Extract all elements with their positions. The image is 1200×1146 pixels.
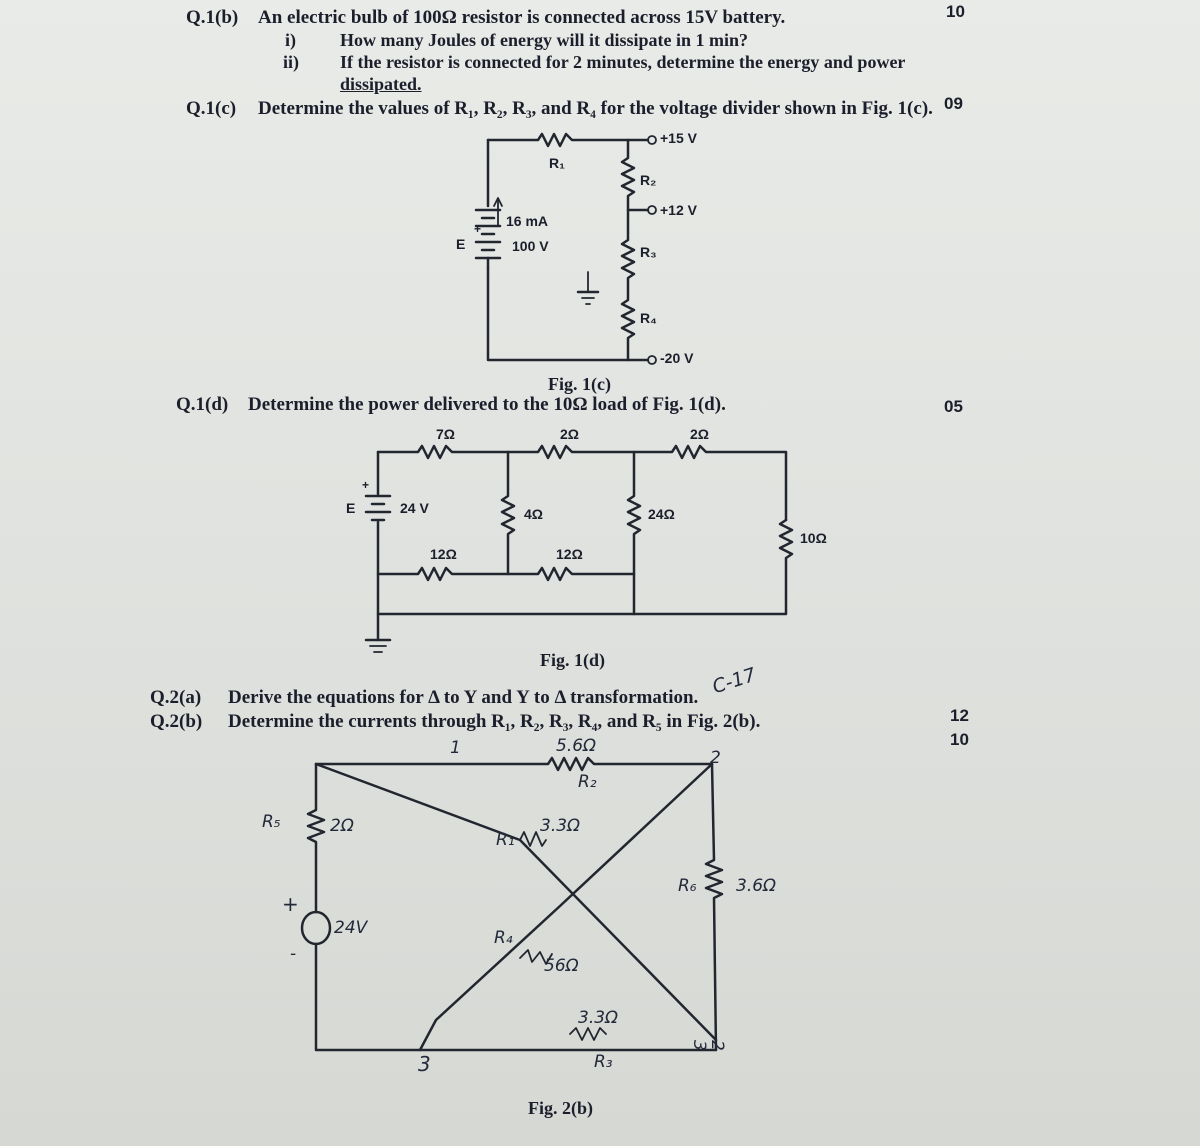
fig-1c-v-mid: +12 V [660,202,697,218]
fig-1c-r4-label: R₄ [640,310,657,326]
q1c-number: Q.1(c) [186,98,237,119]
q1d-text: Determine the power delivered to the 10Ω… [248,394,726,415]
fig-2b-node2: 2 [710,748,721,768]
q2b-text: Determine the currents through R₁, R₂, R… [228,711,761,732]
q2a-text: Derive the equations for Δ to Y and Y to… [228,687,699,708]
fig-1d-r-bot2: 12Ω [556,546,583,562]
q1d-number: Q.1(d) [176,394,229,415]
q1c-marks: 09 [944,94,963,113]
q2b-number: Q.2(b) [150,711,203,732]
fig-2b-r4-value: 56Ω [544,956,579,976]
q1b-ii-number: ii) [283,52,299,72]
fig-1d-plus: + [362,478,370,492]
fig-1d-r-load: 10Ω [800,530,827,546]
fig-1d-source-label: E [346,500,356,516]
fig-1c-source-v: 100 V [512,238,549,254]
fig-1c-source-label: E [456,236,466,252]
fig-1d-r-v1: 4Ω [524,506,544,522]
fig-1c-plus: + [474,222,482,236]
fig-2b-r3-value: 3.3Ω [578,1008,619,1028]
q1b-i-text: How many Joules of energy will it dissip… [340,30,749,50]
fig-2b-r3-label: R₃ [594,1052,613,1072]
q1b-number: Q.1(b) [186,7,239,28]
fig-2b-r2-value: 5.6Ω [556,736,597,756]
q1b-marks: 10 [946,2,965,21]
q2a-marks: 12 [950,706,969,725]
fig-1c-r2-label: R₂ [640,172,657,188]
fig-2b-src-plus: + [282,892,299,916]
q1c-text: Determine the values of R₁, R₂, R₃, and … [258,98,933,119]
fig-2b-src-voltage: 24V [334,918,368,938]
fig-1c-r3-label: R₃ [640,244,657,260]
fig-1c-r1-label: R₁ [549,155,565,171]
fig-2b-r5-value: 2Ω [330,816,354,836]
fig-2b-r4-label: R₄ [494,928,513,948]
fig-2b-caption: Fig. 2(b) [528,1098,593,1118]
fig-1d-source-v: 24 V [400,500,429,516]
fig-2b-node23: 2 3 [689,1040,727,1051]
fig-1d-r-top2: 2Ω [560,426,580,442]
q1b-text: An electric bulb of 100Ω resistor is con… [258,7,786,28]
fig-2b-node3: 3 [418,1052,431,1076]
fig-1d-r-top1: 7Ω [436,426,456,442]
fig-1d-r-bot1: 12Ω [430,546,457,562]
fig-2b-r6-value: 3.6Ω [736,876,777,896]
fig-1c-v-top: +15 V [660,130,697,146]
q1d-marks: 05 [944,397,963,416]
q1b-ii-text-2: dissipated. [340,74,422,94]
fig-2b-r2-label: R₂ [578,772,597,792]
fig-1c-caption: Fig. 1(c) [548,374,611,394]
fig-1d-caption: Fig. 1(d) [540,650,605,670]
fig-2b-r5-label: R₅ [262,812,281,832]
q2a-number: Q.2(a) [150,687,202,708]
fig-1c-v-bot: -20 V [660,350,694,366]
q2b-marks: 10 [950,730,969,749]
q1b-i-number: i) [285,30,296,50]
fig-2b-r1-label: R₁ [496,830,515,850]
fig-2b-r6-label: R₆ [678,876,697,896]
fig-2b-node1: 1 [450,738,461,758]
q1b-ii-text: If the resistor is connected for 2 minut… [340,52,906,72]
fig-2b-src-minus: - [290,944,297,964]
fig-1d-r-v2: 24Ω [648,506,675,522]
fig-1d-r-top3: 2Ω [690,426,710,442]
fig-1c-current: 16 mA [506,213,549,229]
fig-2b-r1-value: 3.3Ω [540,816,581,836]
